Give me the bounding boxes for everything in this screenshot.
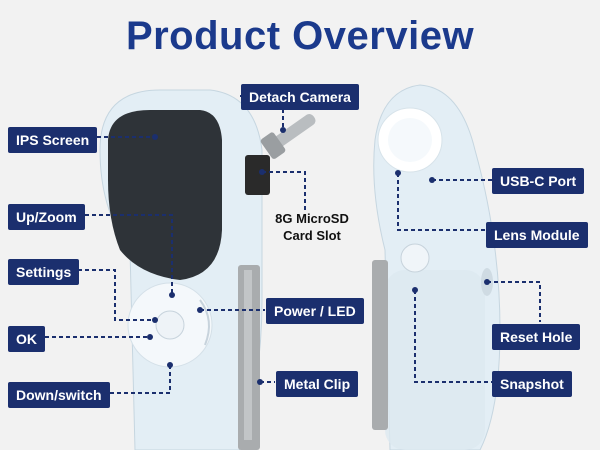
snapshot-button-shape — [400, 243, 430, 273]
back-device — [372, 84, 501, 450]
label-power-led: Power / LED — [266, 298, 364, 324]
label-ips-screen: IPS Screen — [8, 127, 98, 153]
page-title: Product Overview — [125, 14, 475, 58]
label-down-switch: Down/switch — [8, 382, 110, 408]
label-reset-hole: Reset Hole — [492, 324, 581, 350]
microsd-slot — [245, 155, 270, 195]
label-settings: Settings — [8, 259, 80, 285]
label-microsd: 8G MicroSD Card Slot — [266, 210, 358, 244]
label-metal-clip: Metal Clip — [276, 371, 359, 397]
front-device — [99, 89, 316, 450]
label-up-zoom: Up/Zoom — [8, 204, 85, 230]
ips-screen-display — [108, 110, 222, 280]
label-ok: OK — [8, 326, 45, 352]
label-lens-module: Lens Module — [486, 222, 588, 248]
ok-button-shape — [155, 310, 185, 340]
label-microsd-line1: 8G MicroSD — [275, 211, 349, 226]
label-microsd-line2: Card Slot — [283, 228, 341, 243]
label-snapshot: Snapshot — [492, 371, 572, 397]
label-usbc-port: USB-C Port — [492, 168, 585, 194]
label-detach-camera: Detach Camera — [241, 84, 359, 110]
detach-camera-knob — [260, 114, 316, 159]
